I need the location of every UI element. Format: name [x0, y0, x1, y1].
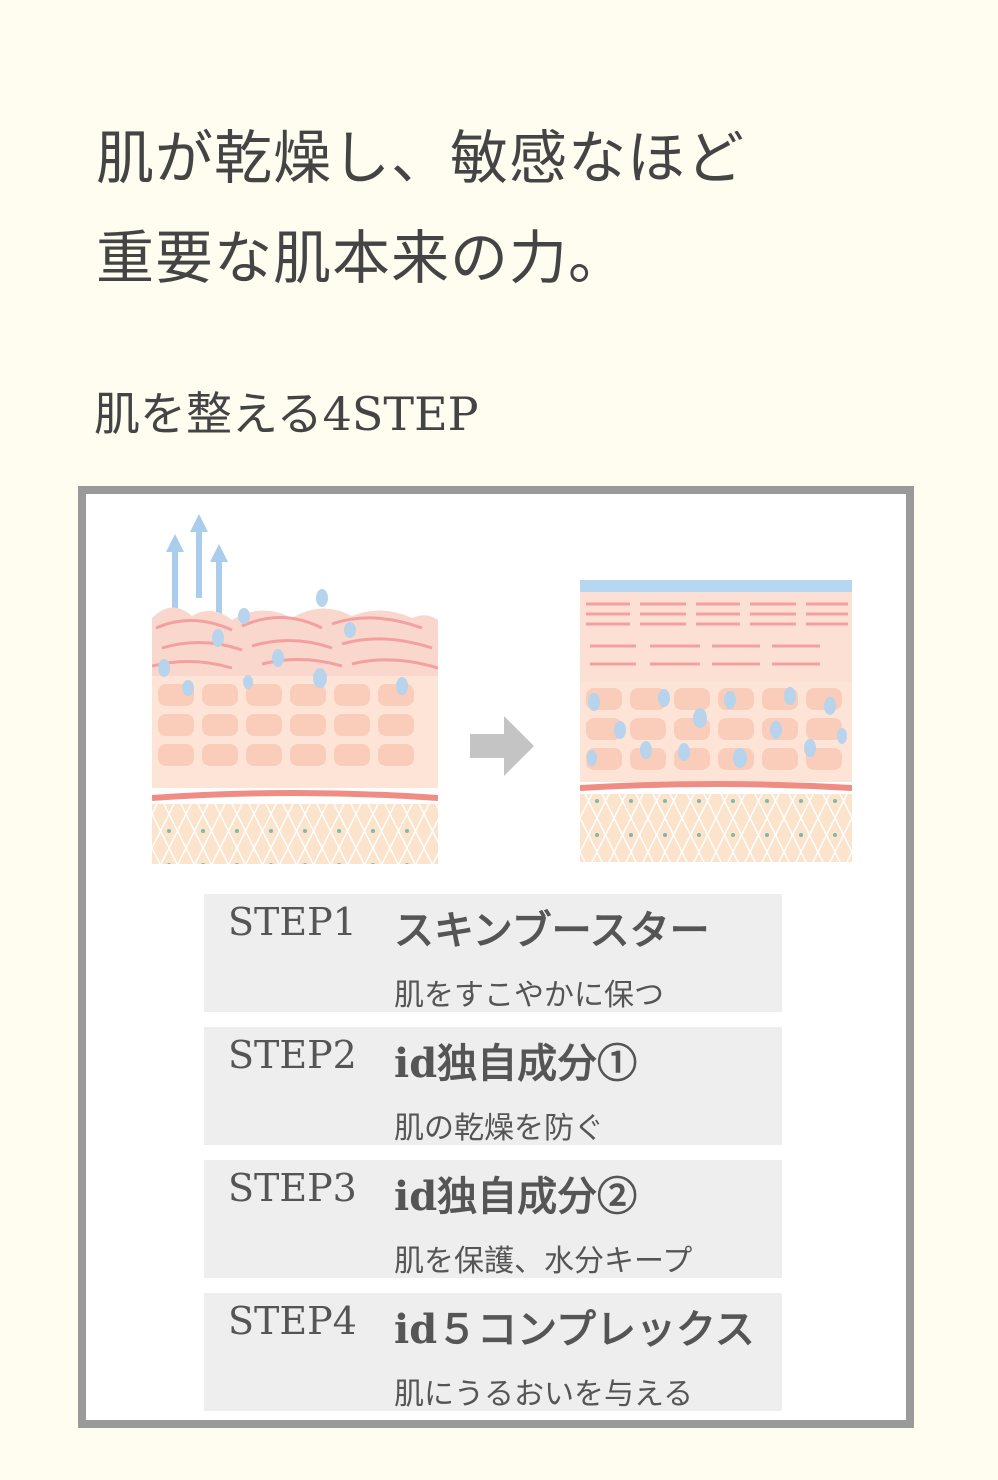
- step-item: STEP4 id５コンプレックス 肌にうるおいを与える: [204, 1293, 782, 1412]
- step-number: STEP1: [228, 900, 357, 944]
- step-list: STEP1 スキンブースター 肌をすこやかに保つ STEP2 id独自成分① 肌…: [204, 894, 782, 1426]
- step-number: STEP2: [228, 1033, 357, 1077]
- headline-line-1: 肌が乾燥し、敏感なほど: [96, 124, 746, 192]
- steps-panel: STEP1 スキンブースター 肌をすこやかに保つ STEP2 id独自成分① 肌…: [78, 486, 914, 1428]
- moisture-escape-arrows-icon: [166, 514, 228, 628]
- dry-skin-illustration: [152, 514, 438, 864]
- step-title: id独自成分②: [394, 1173, 638, 1220]
- step-number: STEP4: [228, 1299, 357, 1343]
- step-title: スキンブースター: [394, 907, 710, 954]
- step-item: STEP3 id独自成分② 肌を保護、水分キープ: [204, 1160, 782, 1279]
- step-title: id独自成分①: [394, 1040, 638, 1087]
- step-title: id５コンプレックス: [394, 1306, 755, 1353]
- step-number: STEP3: [228, 1166, 357, 1210]
- section-subheading: 肌を整える4STEP: [94, 387, 479, 441]
- headline: 肌が乾燥し、敏感なほど 重要な肌本来の力。: [96, 108, 745, 308]
- right-arrow-icon: [470, 716, 534, 776]
- headline-line-2: 重要な肌本来の力。: [96, 224, 628, 292]
- step-description: 肌の乾燥を防ぐ: [394, 1111, 604, 1146]
- step-description: 肌にうるおいを与える: [394, 1377, 694, 1412]
- hydrated-skin-illustration: [580, 580, 852, 862]
- step-description: 肌をすこやかに保つ: [394, 978, 664, 1013]
- step-description: 肌を保護、水分キープ: [394, 1244, 693, 1279]
- step-item: STEP2 id独自成分① 肌の乾燥を防ぐ: [204, 1027, 782, 1146]
- step-item: STEP1 スキンブースター 肌をすこやかに保つ: [204, 894, 782, 1013]
